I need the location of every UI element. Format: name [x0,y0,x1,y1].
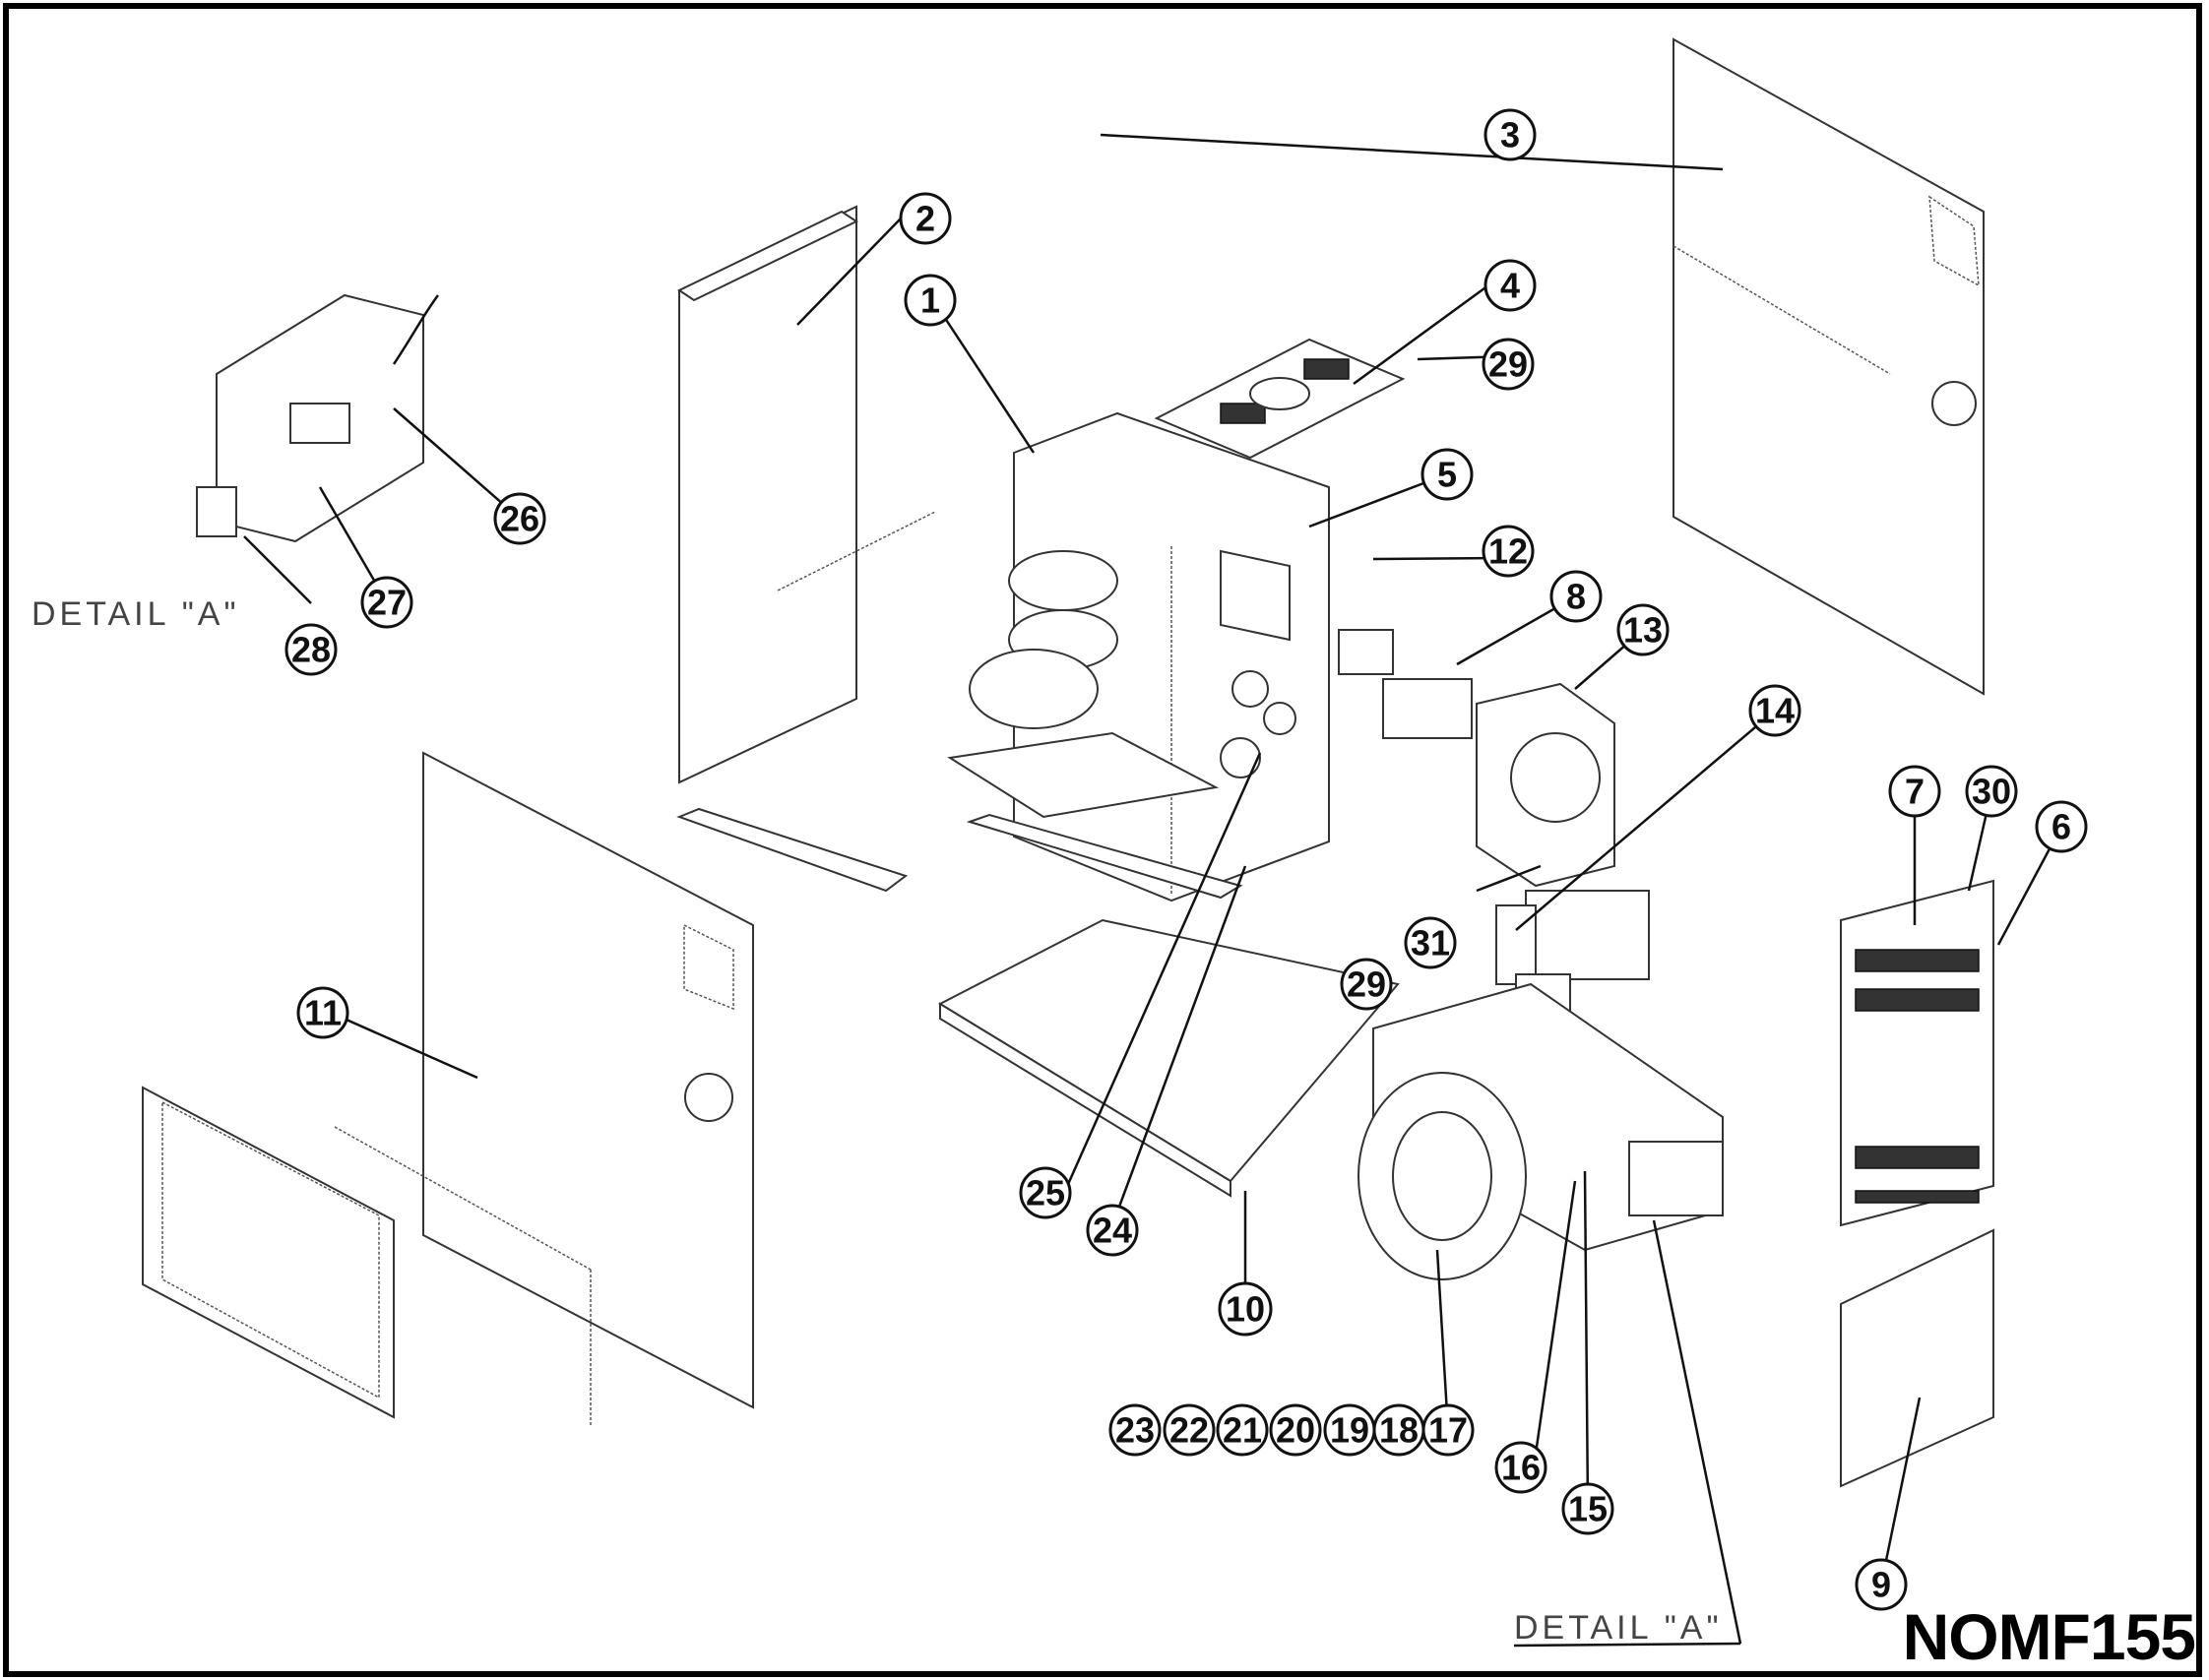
callout-31-label: 31 [1411,923,1450,964]
callout-17: 17 [1421,1403,1475,1457]
inner-left-panel [676,205,936,784]
callout-22-label: 22 [1169,1410,1209,1451]
callout-16-label: 16 [1501,1448,1541,1488]
detail-a-control-box [196,293,440,543]
callout-8: 8 [1549,570,1603,623]
callout-30-label: 30 [1972,772,2011,812]
callout-4: 4 [1483,259,1537,312]
callout-23: 23 [1108,1403,1162,1457]
callout-1: 1 [904,274,957,327]
callout-25: 25 [1019,1166,1072,1219]
callout-3: 3 [1483,108,1537,161]
callout-26-label: 26 [500,499,539,539]
support-rails [676,807,1243,900]
callout-2: 2 [899,192,952,245]
callout-27: 27 [360,576,413,629]
detail-a-caption-top: DETAIL "A" [32,595,240,633]
callout-18-label: 18 [1379,1410,1419,1451]
callout-30: 30 [1965,765,2018,818]
callout-19: 19 [1323,1403,1376,1457]
callout-3-label: 3 [1500,115,1520,156]
callout-11: 11 [296,986,349,1039]
callout-1-label: 1 [920,280,940,321]
callout-17-label: 17 [1428,1410,1468,1451]
callout-14: 14 [1748,684,1801,737]
top-vent-panel [1154,338,1406,460]
callout-6: 6 [2035,800,2088,853]
callout-14-label: 14 [1755,691,1795,731]
base-pan [937,918,1400,1198]
callout-19-label: 19 [1330,1410,1369,1451]
callout-25-label: 25 [1026,1173,1065,1213]
callout-12-label: 12 [1488,531,1528,572]
callout-18: 18 [1372,1403,1425,1457]
callout-13-label: 13 [1623,610,1663,651]
callout-29-top: 29 [1482,338,1535,391]
callout-5-label: 5 [1437,455,1457,495]
callout-26: 26 [493,492,546,545]
callout-15: 15 [1561,1482,1614,1535]
burner-assembly [1338,629,1615,888]
callout-20-label: 20 [1276,1410,1315,1451]
callout-21: 21 [1216,1403,1269,1457]
callout-20: 20 [1269,1403,1322,1457]
callout-15-label: 15 [1568,1489,1608,1529]
callout-9-label: 9 [1871,1565,1891,1605]
callout-7: 7 [1888,765,1941,818]
callout-12: 12 [1482,525,1535,578]
callout-23-label: 23 [1115,1410,1155,1451]
callout-2-label: 2 [915,199,935,239]
callout-29-bottom: 29 [1340,958,1393,1011]
callout-24: 24 [1086,1204,1139,1257]
callout-10: 10 [1218,1281,1273,1337]
callout-9: 9 [1855,1558,1908,1611]
detail-a-caption-bottom: DETAIL "A" [1514,1609,1723,1647]
callout-27-label: 27 [367,583,407,623]
callout-29-top-label: 29 [1488,344,1528,385]
callouts: 1 2 3 4 5 6 7 8 9 10 11 12 13 14 15 16 1… [284,108,2088,1611]
callout-24-label: 24 [1093,1211,1132,1251]
callout-10-label: 10 [1226,1289,1265,1330]
gas-valve [1495,890,1650,1020]
callout-7-label: 7 [1905,772,1925,812]
callout-6-label: 6 [2051,807,2071,847]
callout-11-label: 11 [304,993,342,1033]
lower-door [1840,1228,1994,1488]
frame-border [3,3,2202,1677]
callout-22: 22 [1163,1403,1216,1457]
callout-31: 31 [1404,916,1457,969]
callout-13: 13 [1616,603,1670,656]
heat-exchanger [947,411,1330,902]
blower-assembly [1357,982,1724,1280]
callout-5: 5 [1420,448,1474,501]
callout-21-label: 21 [1223,1410,1262,1451]
air-filter [142,1086,592,1427]
callout-4-label: 4 [1500,266,1520,306]
front-access-panel [422,751,754,1409]
callout-29-bottom-label: 29 [1347,964,1386,1005]
callout-16: 16 [1494,1441,1547,1494]
callout-28-label: 28 [291,630,331,670]
callout-8-label: 8 [1566,577,1586,617]
model-id-label: NOMF155 [1902,1600,2196,1673]
callout-28: 28 [284,623,338,676]
right-side-panel [1673,37,1985,696]
upper-door [1840,879,1994,1227]
